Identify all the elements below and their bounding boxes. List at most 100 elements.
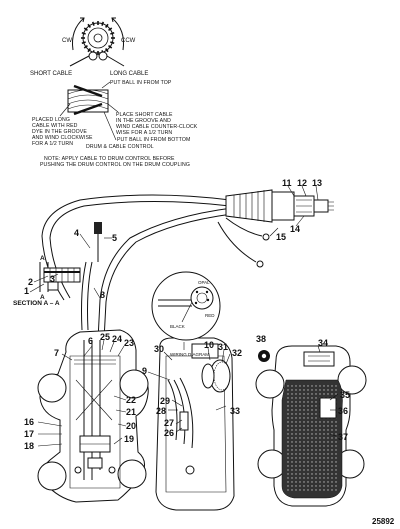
callout-9: 9 bbox=[142, 366, 147, 376]
callout-6: 6 bbox=[88, 336, 93, 346]
drum-note-line1: NOTE: APPLY CABLE TO DRUM CONTROL BEFORE bbox=[44, 156, 175, 162]
ring-terminal-2 bbox=[256, 260, 264, 268]
bottom-ball-leader bbox=[103, 111, 117, 141]
cable-sheath-inner bbox=[49, 201, 231, 299]
pedal-roller-left bbox=[255, 369, 285, 399]
place-short-cable-note: PLACE SHORT CABLE IN THE GROOVE AND WIND… bbox=[116, 112, 198, 136]
callout-10: 10 bbox=[204, 340, 214, 350]
svg-text:AND WIND CLOCKWISE: AND WIND CLOCKWISE bbox=[32, 135, 93, 141]
lead-wire-1 bbox=[225, 217, 263, 237]
right-roller-bottom bbox=[117, 459, 147, 489]
callout-20: 20 bbox=[126, 421, 136, 431]
callout-28: 28 bbox=[156, 406, 166, 416]
foot-pedal-top bbox=[255, 345, 367, 507]
ccw-arrowhead bbox=[111, 17, 116, 23]
svg-text:IN THE GROOVE AND: IN THE GROOVE AND bbox=[116, 118, 171, 124]
cable-sheath-outer bbox=[41, 194, 231, 301]
cable-drop-inner bbox=[87, 261, 93, 331]
wiring-diagram-detail: OPAL BLACK RED WIRING DIAGRAM bbox=[151, 271, 221, 357]
callout-19: 19 bbox=[124, 434, 134, 444]
svg-text:CABLE WITH RED: CABLE WITH RED bbox=[32, 123, 78, 129]
callout-35: 35 bbox=[340, 390, 350, 400]
drum-note-line2: PUSHING THE DRUM CONTROL ON THE DRUM COU… bbox=[40, 162, 190, 168]
svg-text:FOR A 1/2 TURN: FOR A 1/2 TURN bbox=[32, 141, 73, 147]
figure-id: 25892 bbox=[372, 517, 395, 526]
callout-8: 8 bbox=[100, 290, 105, 300]
drum-gear bbox=[81, 21, 115, 55]
callout-2: 2 bbox=[28, 277, 33, 287]
callout-15: 15 bbox=[276, 232, 286, 242]
callout-leaders bbox=[29, 185, 339, 447]
svg-text:DYE IN THE GROOVE: DYE IN THE GROOVE bbox=[32, 129, 87, 135]
section-a-a-detail: A A SECTION A – A bbox=[13, 255, 81, 307]
long-cable-leader bbox=[106, 55, 125, 67]
callout-13: 13 bbox=[312, 178, 322, 188]
cw-arrowhead bbox=[80, 17, 85, 23]
svg-text:PLACED LONG: PLACED LONG bbox=[32, 117, 70, 123]
section-caption: SECTION A – A bbox=[13, 300, 60, 307]
wire-label-red: RED bbox=[205, 313, 215, 318]
callout-21: 21 bbox=[126, 407, 136, 417]
callout-25: 25 bbox=[100, 332, 110, 342]
section-marker-top: A bbox=[40, 255, 45, 262]
plug-connector bbox=[225, 189, 334, 223]
place-long-cable-note: PLACED LONG CABLE WITH RED DYE IN THE GR… bbox=[32, 117, 93, 147]
callout-30: 30 bbox=[154, 344, 164, 354]
callout-32: 32 bbox=[232, 348, 242, 358]
drum-cable-control-detail: CW CCW SHORT CABLE LONG CABLE PUT BALL I… bbox=[30, 17, 198, 168]
callout-12: 12 bbox=[297, 178, 307, 188]
short-cable-label: SHORT CABLE bbox=[30, 71, 72, 77]
pedal-label bbox=[319, 397, 337, 419]
callout-33: 33 bbox=[230, 406, 240, 416]
short-cable-ball bbox=[88, 51, 98, 61]
svg-text:PLACE SHORT CABLE: PLACE SHORT CABLE bbox=[116, 112, 173, 118]
lead-wire-2 bbox=[217, 221, 257, 263]
callout-11: 11 bbox=[282, 178, 292, 188]
callout-37: 37 bbox=[338, 432, 348, 442]
callout-26: 26 bbox=[164, 428, 174, 438]
left-roller-bottom bbox=[37, 461, 67, 491]
long-cable-label: LONG CABLE bbox=[110, 71, 148, 77]
callout-36: 36 bbox=[338, 406, 348, 416]
svg-text:WISE FOR A 1/2 TURN: WISE FOR A 1/2 TURN bbox=[116, 130, 172, 136]
pedal-housing-open bbox=[155, 337, 235, 511]
callout-7: 7 bbox=[54, 348, 59, 358]
left-roller-top bbox=[37, 373, 67, 403]
wire-label-opal: OPAL bbox=[198, 280, 210, 285]
short-cable-note-leader bbox=[107, 103, 119, 113]
callout-34: 34 bbox=[318, 338, 328, 348]
callout-31: 31 bbox=[218, 342, 228, 352]
ccw-label: CCW bbox=[121, 38, 136, 44]
callout-27: 27 bbox=[164, 418, 174, 428]
cable-lower-outer bbox=[97, 207, 233, 341]
top-ball-leader bbox=[101, 81, 111, 89]
ring-terminal-1 bbox=[262, 233, 270, 241]
callout-3: 3 bbox=[50, 274, 55, 284]
drum-title: DRUM & CABLE CONTROL bbox=[86, 144, 154, 150]
cable-lower-inner bbox=[103, 213, 233, 341]
put-ball-bottom-label: PUT BALL IN FROM BOTTOM bbox=[117, 137, 190, 143]
callout-23: 23 bbox=[124, 338, 134, 348]
callout-24: 24 bbox=[112, 334, 122, 344]
foot-pedal-underside bbox=[37, 329, 149, 503]
callout-1: 1 bbox=[24, 286, 29, 296]
short-cable-leader bbox=[69, 55, 90, 67]
section-marker-bottom: A bbox=[40, 294, 45, 301]
callout-17: 17 bbox=[24, 429, 34, 439]
callout-4: 4 bbox=[74, 228, 79, 238]
callout-38: 38 bbox=[256, 334, 266, 344]
put-ball-top-label: PUT BALL IN FROM TOP bbox=[110, 80, 172, 86]
callout-5: 5 bbox=[112, 233, 117, 243]
switch-plate bbox=[303, 351, 335, 367]
callout-16: 16 bbox=[24, 417, 34, 427]
cable-drop-outer bbox=[81, 261, 87, 331]
long-cable-note-leader bbox=[59, 103, 71, 117]
long-cable-ball bbox=[98, 51, 108, 61]
callout-18: 18 bbox=[24, 441, 34, 451]
callout-numbers: 1 2 3 4 5 6 7 8 9 10 11 12 13 14 15 16 1… bbox=[24, 178, 350, 451]
wire-label-black: BLACK bbox=[170, 324, 185, 329]
svg-text:WIND CABLE COUNTER-CLOCK: WIND CABLE COUNTER-CLOCK bbox=[116, 124, 198, 130]
callout-29: 29 bbox=[160, 396, 170, 406]
